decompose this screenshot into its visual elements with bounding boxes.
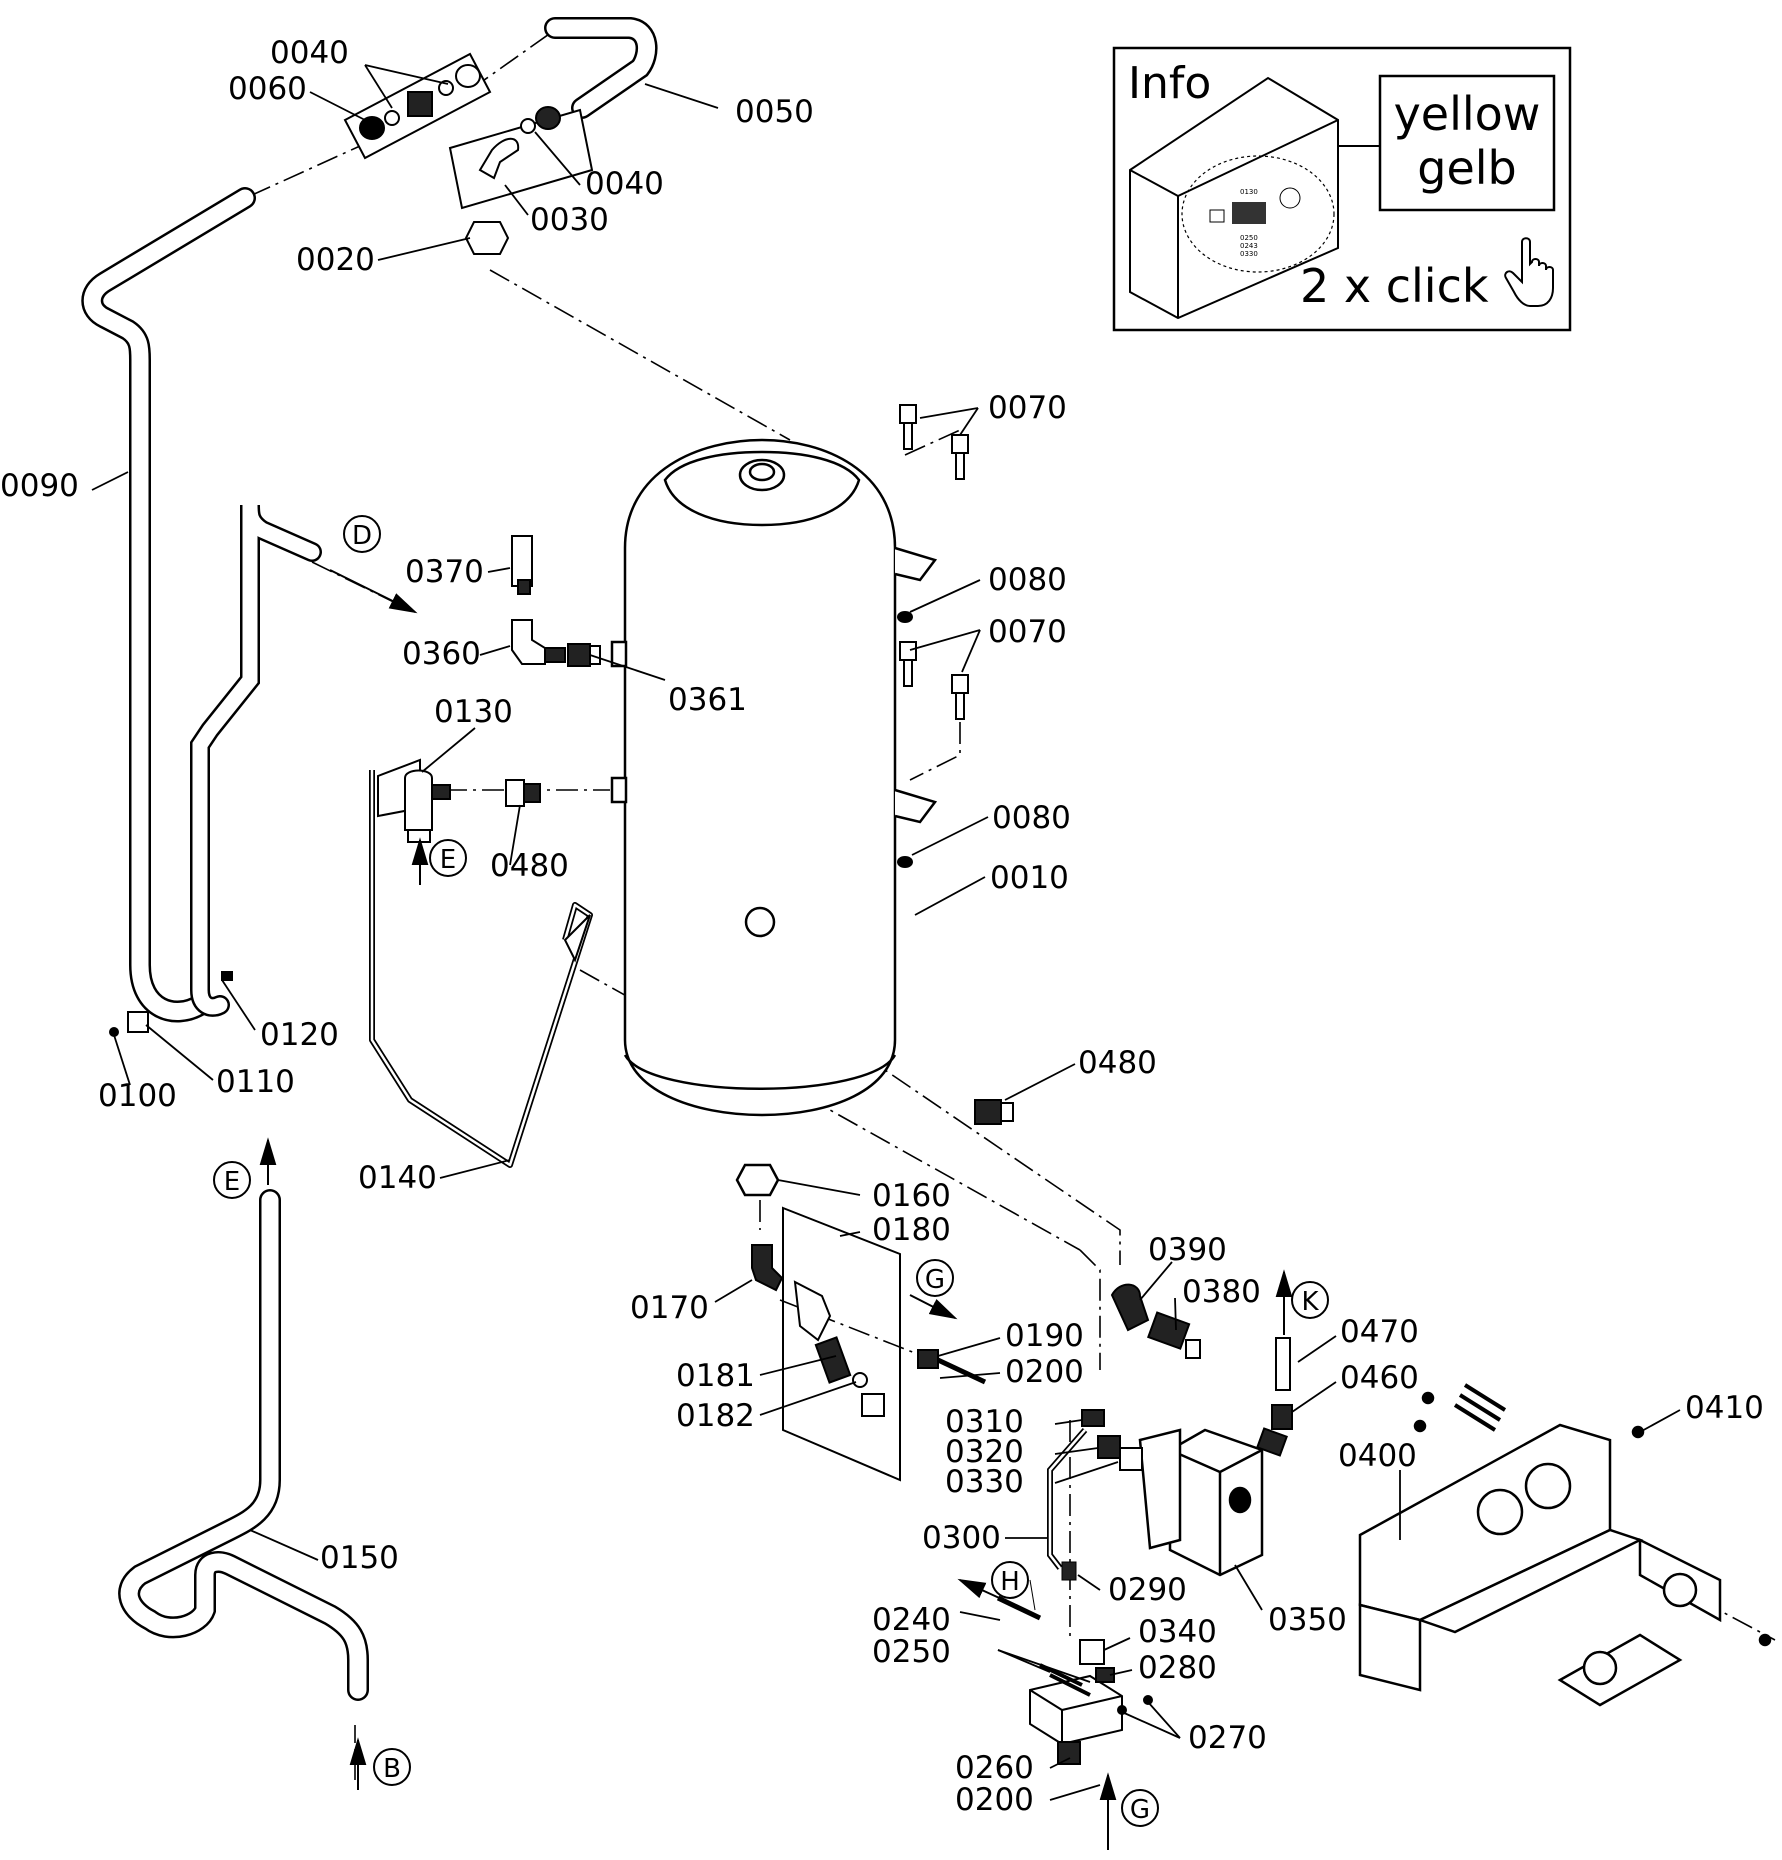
marker-e: E	[440, 845, 456, 875]
part-label: 0030	[530, 202, 609, 238]
part-label: 0390	[1148, 1232, 1227, 1268]
part-label: 0180	[872, 1212, 951, 1248]
part-label: 0350	[1268, 1602, 1347, 1638]
part-label: 0320	[945, 1434, 1024, 1470]
part-label: 0361	[668, 682, 747, 718]
info-title: Info	[1128, 58, 1211, 109]
marker-b: B	[383, 1754, 401, 1784]
tank-0010	[610, 438, 938, 1197]
part-label: 0040	[585, 166, 664, 202]
part-label: 0360	[402, 636, 481, 672]
part-label: 0270	[1188, 1720, 1267, 1756]
bracket-0400	[1358, 1383, 1772, 1707]
part-label: 0480	[490, 848, 569, 884]
part-label: 0090	[0, 468, 79, 504]
part-label: 0410	[1685, 1390, 1764, 1426]
marker-k: K	[1301, 1287, 1319, 1317]
part-label: 0120	[260, 1017, 339, 1053]
part-label: 0080	[992, 800, 1071, 836]
bolts-0070	[897, 404, 969, 868]
part-label: 0380	[1182, 1274, 1261, 1310]
leader-lines	[91, 64, 1681, 1801]
part-label: 0060	[228, 71, 307, 107]
flow-arrows	[259, 569, 1293, 1850]
flow-markers	[213, 515, 1329, 1827]
marker-d: D	[352, 521, 372, 551]
part-label: 0330	[945, 1464, 1024, 1500]
part-label: 0070	[988, 614, 1067, 650]
fittings-0360-0370	[511, 535, 601, 667]
valve-0130	[377, 758, 541, 843]
part-label: 0070	[988, 390, 1067, 426]
part-label: 0240	[872, 1602, 951, 1638]
info-box[interactable]: Info 0130 0250 0243 0330 yellow gelb 2 x…	[1112, 46, 1572, 332]
part-label: 0200	[955, 1782, 1034, 1818]
thumb-label: 0243	[1240, 242, 1258, 250]
thumb-label: 0130	[1240, 188, 1258, 196]
part-label: 0010	[990, 860, 1069, 896]
top-fittings	[343, 52, 594, 255]
part-label: 0480	[1078, 1045, 1157, 1081]
part-label: 0280	[1138, 1650, 1217, 1686]
part-label: 0140	[358, 1160, 437, 1196]
part-label: 0460	[1340, 1360, 1419, 1396]
info-thumbnail[interactable]: 0130 0250 0243 0330	[1129, 76, 1339, 320]
part-label: 0100	[98, 1078, 177, 1114]
part-label: 0470	[1340, 1314, 1419, 1350]
part-label: 0340	[1138, 1614, 1217, 1650]
solenoid-valve	[996, 1579, 1153, 1765]
part-label: 0310	[945, 1404, 1024, 1440]
part-label: 0170	[630, 1290, 709, 1326]
part-label: 0040	[270, 35, 349, 71]
thumb-label: 0330	[1240, 250, 1258, 258]
part-label: 0150	[320, 1540, 399, 1576]
pressure-switch-0350	[1138, 1428, 1264, 1577]
marker-g: G	[1130, 1795, 1150, 1825]
part-label: 0290	[1108, 1572, 1187, 1608]
part-label: 0050	[735, 94, 814, 130]
clip-0110	[109, 971, 233, 1037]
part-label: 0080	[988, 562, 1067, 598]
part-label: 0200	[1005, 1354, 1084, 1390]
part-label: 0300	[922, 1520, 1001, 1556]
part-label: 0400	[1338, 1438, 1417, 1474]
double-click-hint: 2 x click	[1300, 259, 1489, 313]
marker-h: H	[1000, 1567, 1020, 1597]
part-label: 0130	[434, 694, 513, 730]
strainer-assembly	[751, 1244, 987, 1417]
thumb-label: 0250	[1240, 234, 1258, 242]
part-label: 0110	[216, 1064, 295, 1100]
marker-g: G	[925, 1265, 945, 1295]
color-label-en: yellow	[1394, 87, 1541, 141]
part-label: 0020	[296, 242, 375, 278]
part-label: 0160	[872, 1178, 951, 1214]
part-label: 0190	[1005, 1318, 1084, 1354]
hand-pointer-icon	[1504, 237, 1554, 307]
color-box	[1378, 74, 1556, 212]
part-labels: 0040 0060 0050 0040 0030 0020 0090 0070 …	[0, 35, 1764, 1818]
part-label: 0260	[955, 1750, 1034, 1786]
marker-e: E	[224, 1167, 240, 1197]
part-label: 0250	[872, 1634, 951, 1670]
color-label-de: gelb	[1417, 141, 1516, 195]
part-label: 0182	[676, 1398, 755, 1434]
part-label: 0181	[676, 1358, 755, 1394]
part-label: 0370	[405, 554, 484, 590]
